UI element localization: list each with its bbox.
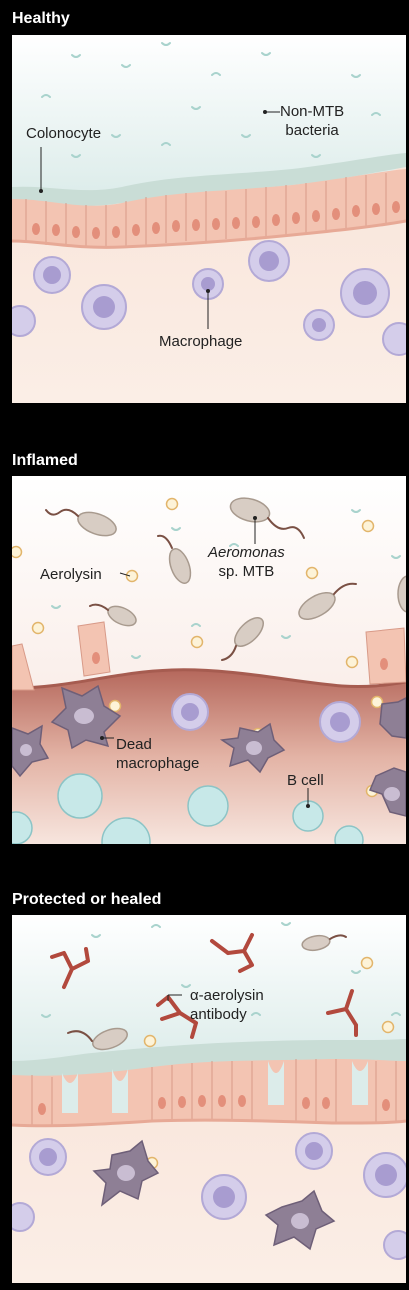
aerolysin-leader xyxy=(119,572,131,577)
bacteria-squiggles xyxy=(51,509,401,659)
flagella xyxy=(45,508,357,661)
aeromonas-label: Aeromonas sp. MTB xyxy=(208,544,285,582)
aerolysin-label: Aerolysin xyxy=(40,566,102,583)
bacteria-squiggles xyxy=(41,922,401,1018)
bacteria-label-line2: bacteria xyxy=(285,121,339,139)
aeromonas-label-line1: Aeromonas xyxy=(208,544,285,561)
dead-label-line2: macrophage xyxy=(116,754,200,772)
macrophages xyxy=(171,693,361,743)
antibody-label-line1: α-aerolysin xyxy=(190,987,264,1004)
dead-label-line1: Dead xyxy=(116,736,152,753)
bacteria-label: Non-MTB bacteria xyxy=(280,103,344,141)
protected-panel: α-aerolysin antibody xyxy=(12,915,406,1283)
dead-macrophage-label: Dead macrophage xyxy=(116,736,199,774)
antibody-label-line2: antibody xyxy=(190,1005,247,1023)
macrophages xyxy=(12,240,406,356)
protected-illustration xyxy=(12,915,406,1283)
bcell-label: B cell xyxy=(287,772,324,789)
aeromonas-bacteria xyxy=(77,497,406,647)
panel-title-inflamed: Inflamed xyxy=(12,452,78,469)
bacteria-label-line1: Non-MTB xyxy=(280,103,345,120)
non-mtb-bacteria xyxy=(41,42,381,158)
damaged-colonocytes xyxy=(12,621,406,691)
healthy-illustration xyxy=(12,35,406,403)
macrophages xyxy=(12,1132,406,1260)
aeromonas-bacteria xyxy=(92,934,331,1051)
panel-title-healthy: Healthy xyxy=(12,10,70,27)
colonocyte-nuclei xyxy=(38,1095,390,1115)
colonocyte-nuclei xyxy=(32,201,400,239)
healthy-panel: Colonocyte Non-MTB bacteria Macrophage xyxy=(12,35,406,403)
b-cells xyxy=(12,773,364,844)
colonocyte-cells xyxy=(31,1059,397,1127)
panel-title-protected: Protected or healed xyxy=(12,891,162,908)
aeromonas-label-line2: sp. MTB xyxy=(218,562,275,580)
inflamed-panel: Aerolysin Aeromonas sp. MTB Dead macroph… xyxy=(12,476,406,844)
antibodies xyxy=(50,933,358,1039)
colonocyte-label: Colonocyte xyxy=(26,125,102,142)
inflamed-illustration xyxy=(12,476,406,844)
colonocyte-cells xyxy=(25,173,387,247)
macrophage-label: Macrophage xyxy=(159,333,243,350)
antibody-label: α-aerolysin antibody xyxy=(190,987,264,1025)
